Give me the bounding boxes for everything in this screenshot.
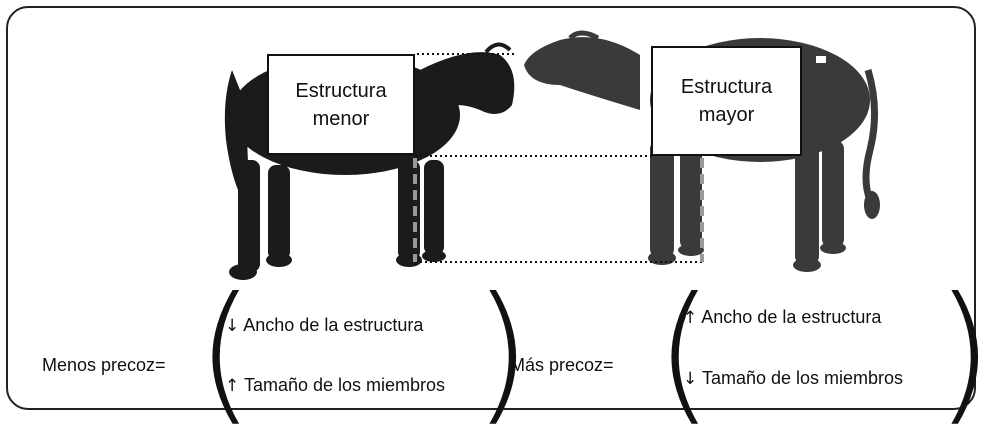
left-animal-ear-tag (258, 58, 268, 66)
right-formula-line-1: ↑ Ancho de la estructura (683, 307, 881, 328)
larger-structure-label: Estructura mayor (651, 46, 802, 156)
arrow-down-icon: ↓ (225, 316, 240, 336)
more-precocious-label: Más precoz= (510, 355, 614, 375)
arrow-up-icon: ↑ (225, 376, 240, 396)
arrow-up-icon: ↑ (683, 308, 698, 328)
less-precocious-label: Menos precoz= (42, 355, 166, 375)
arrow-down-icon: ↓ (683, 369, 698, 389)
smaller-structure-label: Estructura menor (267, 54, 415, 155)
width-structure-text: Ancho de la estructura (243, 315, 424, 335)
right-formula-open-paren: ( (655, 266, 714, 440)
left-formula-close-paren: ) (473, 266, 532, 440)
right-formula-line-2: ↓ Tamaño de los miembros (683, 368, 903, 389)
comparison-guides (413, 53, 704, 263)
diagram-frame (6, 6, 976, 410)
left-formula-line-2: ↑ Tamaño de los miembros (225, 375, 445, 396)
left-formula-line-1: ↓ Ancho de la estructura (225, 315, 423, 336)
right-formula-close-paren: ) (935, 278, 985, 428)
limb-size-text: Tamaño de los miembros (701, 368, 904, 388)
limb-size-text: Tamaño de los miembros (243, 375, 446, 395)
right-animal-ear-tag (816, 56, 826, 63)
left-formula-open-paren: ( (196, 266, 255, 440)
width-structure-text: Ancho de la estructura (701, 307, 882, 327)
